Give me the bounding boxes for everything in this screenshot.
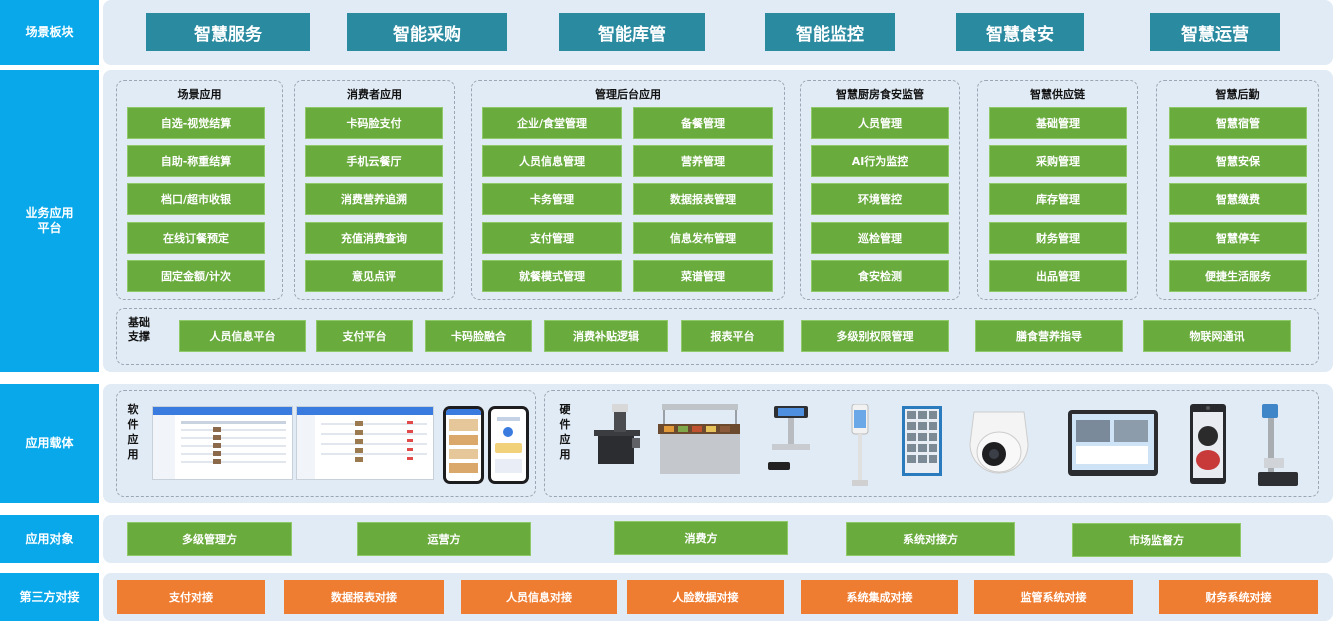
third-party-item: 财务系统对接 — [1159, 580, 1318, 614]
admin-app-item: 菜谱管理 — [633, 260, 773, 292]
target-item: 市场监督方 — [1072, 523, 1241, 557]
target-item: 多级管理方 — [127, 522, 292, 556]
supply-chain-item: 库存管理 — [989, 183, 1127, 215]
scene-app-item: 在线订餐预定 — [127, 222, 265, 254]
scene-app-item: 自选-视觉结算 — [127, 107, 265, 139]
weighing-scale-icon — [768, 406, 810, 470]
consumer-app-item: 充值消费查询 — [305, 222, 443, 254]
group-kitchen-safety — [800, 80, 960, 300]
base-support-item: 消费补贴逻辑 — [544, 320, 668, 352]
dish-web-screenshot — [296, 406, 434, 480]
group-logistics-title: 智慧后勤 — [1215, 88, 1260, 101]
third-party-item: 监管系统对接 — [974, 580, 1133, 614]
logistics-item: 智慧安保 — [1169, 145, 1307, 177]
kitchen-safety-item: 巡检管理 — [811, 222, 949, 254]
scene-smart-purchase: 智能采购 — [347, 13, 507, 51]
base-support-item: 物联网通讯 — [1143, 320, 1291, 352]
scene-smart-monitor: 智能监控 — [765, 13, 895, 51]
scene-smart-service: 智慧服务 — [146, 13, 310, 51]
logistics-item: 便捷生活服务 — [1169, 260, 1307, 292]
kitchen-safety-item: 环境管控 — [811, 183, 949, 215]
target-item: 系统对接方 — [846, 522, 1015, 556]
target-row-label: 应用对象 — [0, 515, 99, 563]
kitchen-safety-item: 人员管理 — [811, 107, 949, 139]
base-support-title: 基础 支撑 — [128, 316, 150, 343]
consumer-app-item: 手机云餐厅 — [305, 145, 443, 177]
third-party-item: 人员信息对接 — [461, 580, 617, 614]
logistics-item: 智慧缴费 — [1169, 183, 1307, 215]
scene-row-label: 场景板块 — [0, 0, 99, 65]
logistics-item: 智慧停车 — [1169, 222, 1307, 254]
scene-app-item: 档口/超市收银 — [127, 183, 265, 215]
target-item: 运营方 — [357, 522, 531, 556]
admin-app-item: 信息发布管理 — [633, 222, 773, 254]
admin-app-item: 企业/食堂管理 — [482, 107, 622, 139]
buffet-counter-icon — [658, 404, 740, 474]
base-support-item: 卡码脸融合 — [425, 320, 532, 352]
group-admin-app-title: 管理后台应用 — [595, 88, 661, 101]
consumer-app-item: 消费营养追溯 — [305, 183, 443, 215]
height-weight-scale-icon — [1258, 404, 1298, 486]
logistics-item: 智慧宿管 — [1169, 107, 1307, 139]
group-consumer-app-title: 消费者应用 — [347, 88, 402, 101]
group-supply-chain-title: 智慧供应链 — [1030, 88, 1085, 101]
third-party-item: 支付对接 — [117, 580, 265, 614]
scene-smart-operation: 智慧运营 — [1150, 13, 1280, 51]
base-support-item: 支付平台 — [316, 320, 413, 352]
security-camera-icon — [969, 411, 1029, 474]
admin-app-item: 支付管理 — [482, 222, 622, 254]
group-scene-app — [116, 80, 283, 300]
pos-tablet-icon — [1068, 410, 1158, 476]
admin-app-item: 备餐管理 — [633, 107, 773, 139]
kitchen-safety-item: 食安检测 — [811, 260, 949, 292]
admin-app-item: 就餐模式管理 — [482, 260, 622, 292]
consumer-app-item: 卡码脸支付 — [305, 107, 443, 139]
software-label: 软件应用 — [127, 403, 139, 461]
locker-cabinet-icon — [902, 406, 942, 476]
scene-food-safety: 智慧食安 — [956, 13, 1084, 51]
base-support-item: 膳食营养指导 — [975, 320, 1123, 352]
admin-app-item: 人员信息管理 — [482, 145, 622, 177]
business-platform-row-label: 业务应用 平台 — [0, 70, 99, 372]
mobile-app-screenshot — [443, 406, 484, 484]
group-software — [116, 390, 536, 497]
payment-app-screenshot — [488, 406, 529, 484]
group-scene-app-title: 场景应用 — [177, 88, 222, 101]
group-base-support — [116, 308, 1319, 365]
face-terminal-stand-icon — [851, 404, 869, 486]
group-kitchen-safety-title: 智慧厨房食安监管 — [836, 88, 924, 101]
admin-app-item: 营养管理 — [633, 145, 773, 177]
kitchen-safety-item: AI行为监控 — [811, 145, 949, 177]
admin-app-item: 卡务管理 — [482, 183, 622, 215]
third-party-item: 数据报表对接 — [284, 580, 444, 614]
target-item: 消费方 — [614, 521, 788, 555]
scene-app-item: 自助-称重结算 — [127, 145, 265, 177]
carrier-row-label: 应用载体 — [0, 384, 99, 503]
supply-chain-item: 财务管理 — [989, 222, 1127, 254]
scene-smart-inventory: 智能库管 — [559, 13, 705, 51]
supply-chain-item: 出品管理 — [989, 260, 1127, 292]
face-recognition-terminal-icon — [1190, 404, 1226, 484]
third-party-row-label: 第三方对接 — [0, 573, 99, 621]
supply-chain-item: 采购管理 — [989, 145, 1127, 177]
third-party-item: 人脸数据对接 — [627, 580, 784, 614]
base-support-item: 人员信息平台 — [179, 320, 306, 352]
group-logistics — [1156, 80, 1319, 300]
group-hardware — [544, 390, 1319, 497]
supply-chain-item: 基础管理 — [989, 107, 1127, 139]
admin-web-screenshot — [152, 406, 293, 480]
self-checkout-kiosk-icon — [594, 404, 640, 464]
consumer-app-item: 意见点评 — [305, 260, 443, 292]
base-support-item: 报表平台 — [681, 320, 784, 352]
group-admin-app — [471, 80, 785, 300]
group-supply-chain — [977, 80, 1138, 300]
scene-app-item: 固定金额/计次 — [127, 260, 265, 292]
third-party-item: 系统集成对接 — [801, 580, 958, 614]
hardware-label: 硬件应用 — [559, 403, 571, 461]
admin-app-item: 数据报表管理 — [633, 183, 773, 215]
group-consumer-app — [294, 80, 455, 300]
base-support-item: 多级别权限管理 — [801, 320, 949, 352]
